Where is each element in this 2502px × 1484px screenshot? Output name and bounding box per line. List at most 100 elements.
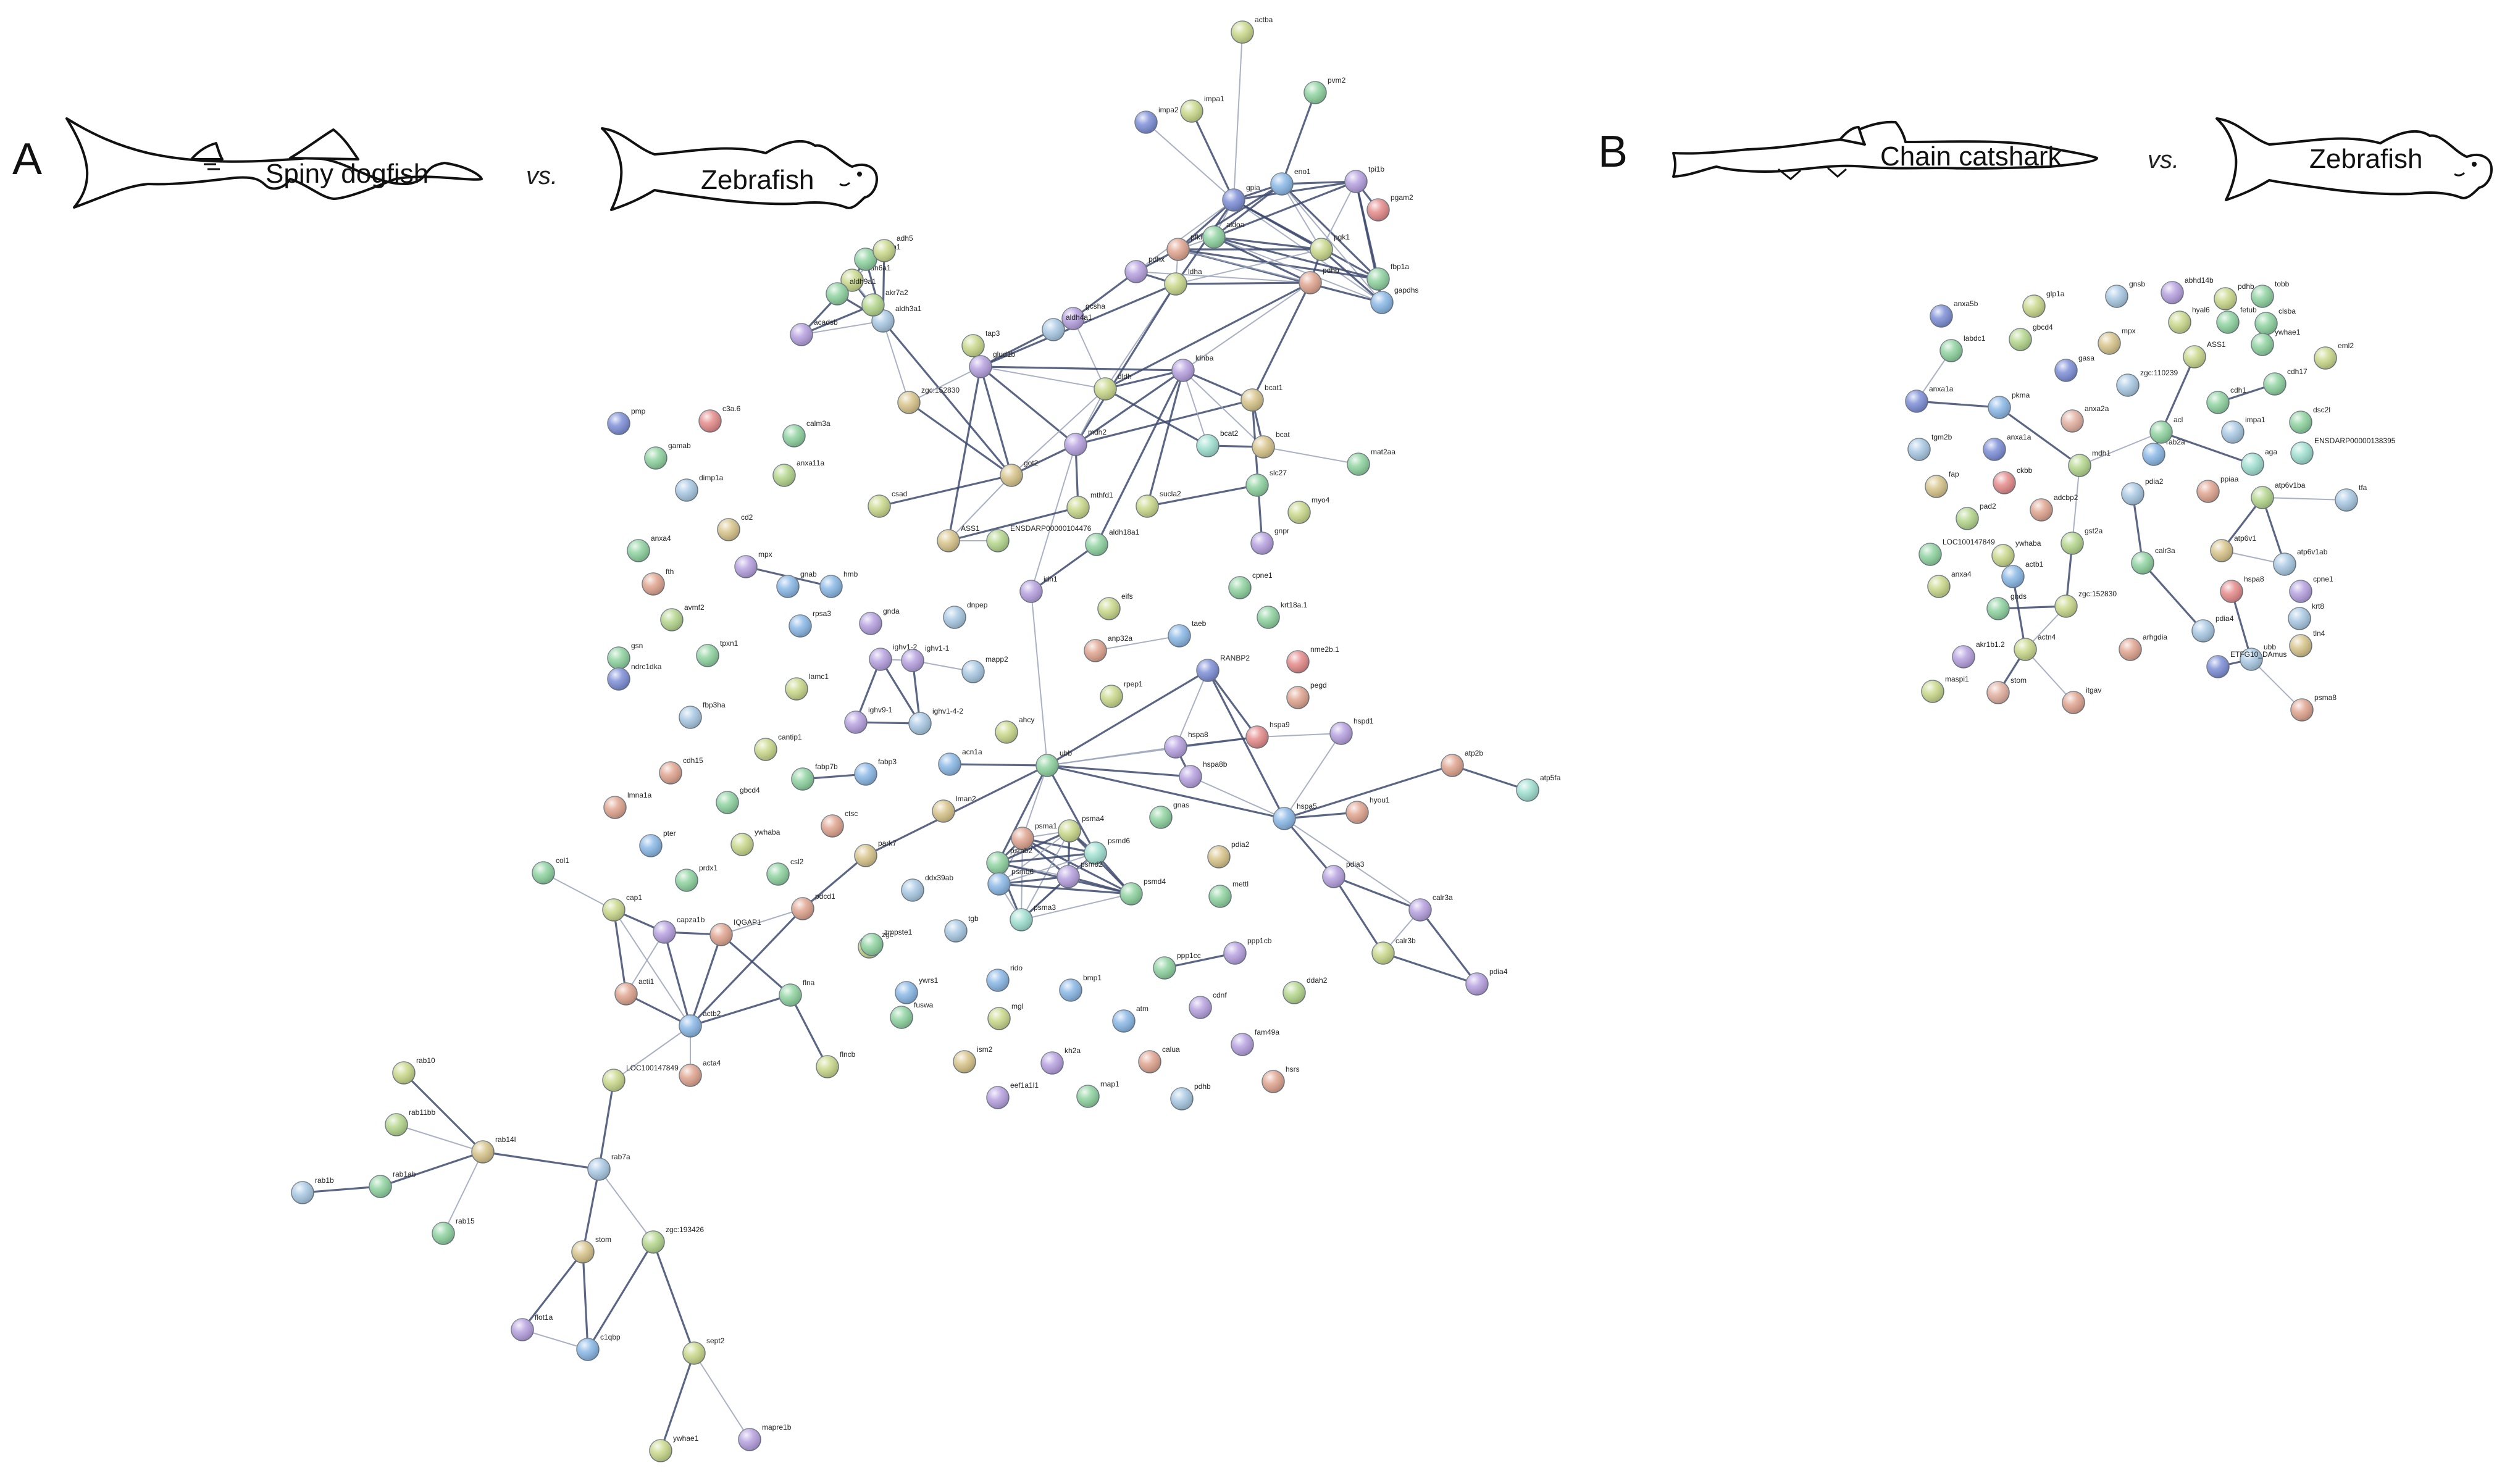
network-a-node[interactable]: impa2 <box>1134 106 1179 134</box>
network-b-node[interactable]: anxa4 <box>1927 570 1972 598</box>
network-b-node[interactable]: zgc:152830 <box>2054 590 2117 618</box>
network-a-node[interactable]: rab14l <box>471 1135 516 1164</box>
network-b-node[interactable]: mdh1 <box>2068 449 2111 477</box>
network-a-node[interactable]: anxa11a <box>772 459 824 487</box>
network-a-node[interactable]: ism2 <box>953 1045 993 1073</box>
network-a-node[interactable]: RANBP2 <box>1196 654 1250 682</box>
network-a-node[interactable]: bcat <box>1252 430 1290 459</box>
network-b-node[interactable]: hspa8 <box>2220 575 2264 603</box>
network-a-node[interactable]: ldhba <box>1171 354 1214 382</box>
network-b-node[interactable]: atp6v1ba <box>2251 481 2306 509</box>
network-a-node[interactable]: psmd6 <box>1084 836 1130 865</box>
network-a-node[interactable]: sept2 <box>682 1336 725 1365</box>
network-a-node[interactable]: cd2 <box>717 513 753 541</box>
network-b-node[interactable]: itgav <box>2062 686 2101 714</box>
network-a-node[interactable]: rab11bb <box>385 1108 435 1136</box>
network-a-node[interactable]: stom <box>571 1235 611 1264</box>
network-a-node[interactable]: ndrc1dka <box>607 662 662 691</box>
network-a-node[interactable]: cpne1 <box>1228 571 1273 599</box>
network-a-node[interactable]: gnab <box>776 570 817 598</box>
network-b-node[interactable]: glp1a <box>2022 290 2065 318</box>
network-a-node[interactable]: zmpste1 <box>860 928 913 956</box>
network-a-node[interactable]: actba <box>1231 15 1273 44</box>
network-a-node[interactable]: mettl <box>1208 880 1249 908</box>
network-a-node[interactable]: psmb2 <box>986 846 1032 875</box>
network-a-node[interactable]: psma3 <box>1010 903 1056 932</box>
network-a-node[interactable]: c3a.6 <box>698 404 741 433</box>
network-a-node[interactable]: slc27 <box>1245 469 1287 497</box>
network-b-node[interactable]: cdh17 <box>2263 367 2307 396</box>
network-b-node[interactable]: anxa1a <box>1983 433 2031 461</box>
network-a-node[interactable]: rab10 <box>392 1056 435 1085</box>
network-a-node[interactable]: pdia4 <box>1465 967 1508 996</box>
network-a-node[interactable]: ighv1-4-2 <box>908 707 963 735</box>
network-a-node[interactable]: acadsb <box>790 318 838 346</box>
network-a-node[interactable]: mthfd1 <box>1066 491 1113 519</box>
network-a-node[interactable]: lman2 <box>932 794 976 823</box>
network-a-node[interactable]: hspa8 <box>1164 730 1208 759</box>
network-b-node[interactable]: tgm2b <box>1907 433 1952 461</box>
network-b-node[interactable]: ubb <box>2240 643 2276 671</box>
network-b-node[interactable]: rab2a <box>2142 438 2185 466</box>
network-b-node[interactable]: gst2a <box>2061 527 2103 555</box>
network-a-node[interactable]: aldh18a1 <box>1085 528 1140 556</box>
network-a-node[interactable]: aldh4a1 <box>1042 313 1092 341</box>
network-b-node[interactable]: psma8 <box>2290 693 2337 722</box>
network-a-node[interactable]: pdcd1 <box>791 892 835 920</box>
network-a-node[interactable]: csl2 <box>766 857 804 886</box>
network-a-node[interactable]: hspd1 <box>1329 717 1374 745</box>
network-a-node[interactable]: gbcd4 <box>716 786 760 814</box>
network-a-node[interactable]: rido <box>986 964 1023 992</box>
network-a-node[interactable]: fth <box>642 567 674 596</box>
network-b-node[interactable]: calr3a <box>2131 546 2175 575</box>
network-a-node[interactable]: flncb <box>816 1050 856 1078</box>
network-b-node[interactable]: zgc:110239 <box>2116 369 2178 397</box>
network-a-node[interactable]: cdnf <box>1189 991 1227 1019</box>
network-a-node[interactable]: eifs <box>1097 592 1133 620</box>
network-a-node[interactable]: bcat1 <box>1241 383 1283 412</box>
network-a-node[interactable]: tap3 <box>961 329 1000 357</box>
network-b-node[interactable]: fap <box>1925 470 1959 498</box>
network-a-node[interactable]: taeb <box>1168 619 1207 648</box>
network-a-node[interactable]: ubb <box>1036 749 1072 777</box>
network-b-node[interactable]: impa1 <box>2221 415 2266 444</box>
network-a-node[interactable]: ywrs1 <box>895 976 939 1004</box>
network-a-node[interactable]: rnap1 <box>1076 1080 1119 1108</box>
network-b-node[interactable]: ETFG10_DAmus <box>2206 650 2287 678</box>
network-b-node[interactable]: hyal6 <box>2168 306 2210 334</box>
network-b-node[interactable]: labdc1 <box>1939 334 1986 362</box>
network-a-node[interactable]: lmna1a <box>603 791 652 819</box>
network-a-node[interactable]: anxa4 <box>627 534 671 562</box>
network-a-node[interactable]: pvm2 <box>1303 76 1346 104</box>
network-b-node[interactable]: acl <box>2149 415 2183 444</box>
network-a-node[interactable]: csad <box>868 490 907 518</box>
network-a-node[interactable]: tpxn1 <box>696 639 738 667</box>
network-a-node[interactable]: calr3b <box>1371 936 1416 965</box>
network-a-node[interactable]: ighv1-1 <box>901 644 950 672</box>
network-a-node[interactable]: ahcy <box>995 715 1034 744</box>
network-a-node[interactable]: cdh15 <box>659 756 703 785</box>
network-a-node[interactable]: pegd <box>1286 681 1327 709</box>
network-b-node[interactable]: pdhb <box>2214 282 2254 311</box>
network-a-node[interactable]: gamab <box>644 441 691 470</box>
network-a-node[interactable]: ighv9-1 <box>844 706 893 734</box>
network-a-node[interactable]: bcat2 <box>1196 429 1239 457</box>
network-b-node[interactable]: pdia2 <box>2121 477 2164 506</box>
network-a-node[interactable]: calr3a <box>1408 893 1453 922</box>
network-b-node[interactable]: adcbp2 <box>2030 493 2078 522</box>
network-b-node[interactable]: gnsb <box>2105 280 2145 308</box>
network-a-node[interactable]: gnas <box>1149 801 1189 829</box>
network-a-node[interactable]: pdhb <box>1170 1082 1211 1111</box>
network-a-node[interactable]: gcsha <box>1061 302 1105 330</box>
network-a-node[interactable]: zgc:152830 <box>897 386 960 414</box>
network-a-node[interactable]: IQGAP1 <box>709 918 761 946</box>
network-a-node[interactable]: hmb <box>819 570 858 598</box>
network-b-node[interactable]: cdh1 <box>2206 386 2246 414</box>
network-b-node[interactable]: dsc2l <box>2289 406 2330 434</box>
network-a-node[interactable]: eno1 <box>1270 167 1311 196</box>
network-a-node[interactable]: calua <box>1138 1045 1180 1073</box>
network-a-node[interactable]: rab1ab <box>369 1170 416 1198</box>
network-b-node[interactable]: anxa2a <box>2061 404 2109 433</box>
network-a-node[interactable]: got2 <box>1000 459 1039 487</box>
network-b-node[interactable]: cpne1 <box>2289 575 2333 603</box>
